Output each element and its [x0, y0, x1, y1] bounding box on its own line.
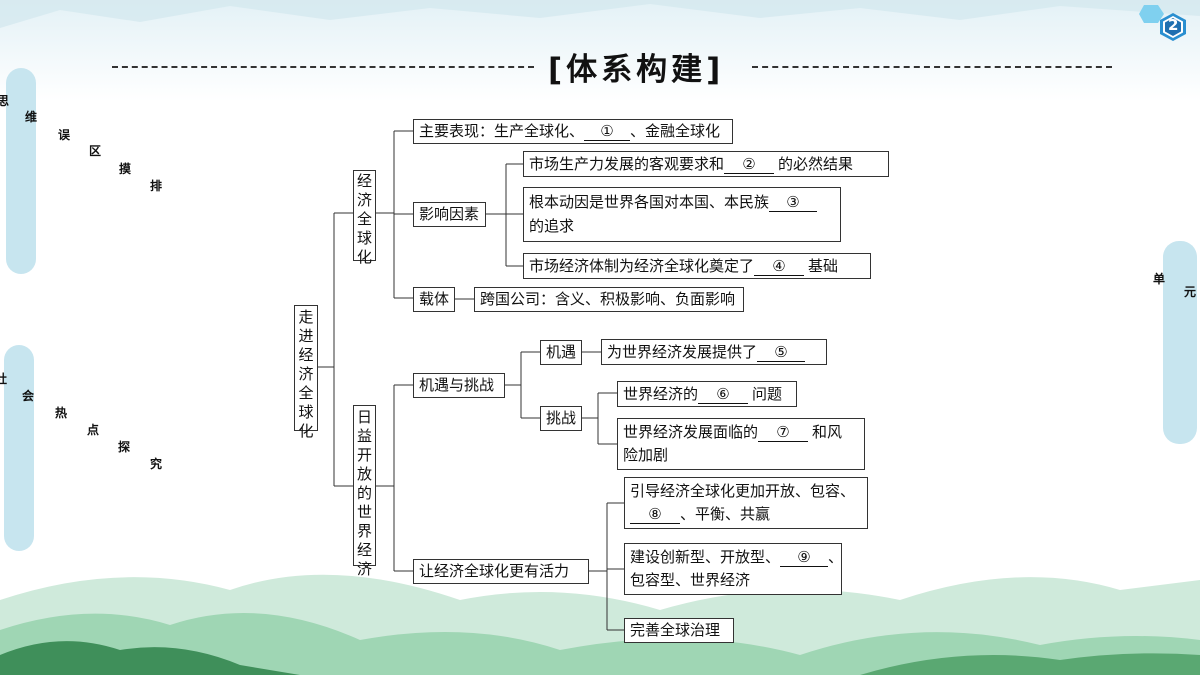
page-number: 2: [1168, 16, 1179, 34]
node-factors: 影响因素: [413, 202, 486, 227]
near-mountains-right: [860, 653, 1200, 675]
left-tab-1-char: 区: [89, 144, 102, 158]
left-tab-2-char: 社: [0, 372, 8, 386]
blank-8: ⑧: [630, 505, 680, 524]
blank-2: ②: [724, 155, 775, 174]
title-dash-right: [752, 66, 1112, 68]
left-tab-1-char: 维: [25, 110, 38, 124]
top-mountains: [0, 0, 1200, 28]
right-tab-char: 元: [1184, 285, 1197, 299]
left-tab-2-char: 会: [22, 389, 35, 403]
right-tab-char: 单: [1153, 272, 1166, 286]
left-tab-1-char: 摸: [119, 162, 132, 176]
blank-4: ④: [754, 257, 805, 276]
title-dash-left: [112, 66, 534, 68]
root-node: 走进经济全球化: [294, 305, 318, 440]
node-opportunity: 机遇: [540, 340, 582, 365]
left-tab-2-char: 热: [55, 406, 68, 420]
branch-globalization: 经济全球化: [353, 170, 376, 266]
page-badge-accent: [1139, 5, 1164, 23]
left-tab-2-char: 探: [118, 440, 131, 454]
node-main-manifestation: 主要表现：生产全球化、①、金融全球化: [413, 119, 733, 144]
blank-3: ③: [769, 193, 818, 212]
node-vitality-1: 引导经济全球化更加开放、包容、⑧、平衡、共赢: [624, 477, 868, 529]
page-title: [体系构建]: [548, 52, 725, 88]
blank-1: ①: [584, 122, 631, 141]
node-vitality: 让经济全球化更有活力: [413, 559, 589, 584]
right-tab-unit[interactable]: [1163, 241, 1197, 444]
left-tab-thinking[interactable]: [6, 68, 36, 274]
blank-6: ⑥: [698, 385, 749, 404]
left-tab-1-char: 思: [0, 94, 10, 108]
branch-open-economy: 日益开放的世界经济: [353, 405, 376, 578]
blank-9: ⑨: [780, 548, 829, 567]
node-vitality-2: 建设创新型、开放型、⑨、包容型、世界经济: [624, 543, 843, 595]
mid-mountains: [0, 613, 1200, 675]
left-tab-2-char: 究: [150, 457, 163, 471]
blank-5: ⑤: [757, 343, 806, 362]
left-tab-1-char: 误: [58, 128, 71, 142]
node-challenge: 挑战: [540, 406, 582, 431]
left-tab-2-char: 点: [87, 423, 100, 437]
blank-7: ⑦: [758, 423, 809, 442]
left-tab-1-char: 排: [150, 179, 163, 193]
node-vitality-3: 完善全球治理: [624, 618, 734, 643]
left-tab-social[interactable]: [4, 345, 34, 551]
node-carrier: 载体: [413, 287, 455, 312]
node-multinational: 跨国公司：含义、积极影响、负面影响: [474, 287, 744, 312]
node-opportunity-challenge: 机遇与挑战: [413, 373, 505, 398]
page-number-badge: [1160, 13, 1186, 41]
near-mountains: [0, 641, 300, 675]
